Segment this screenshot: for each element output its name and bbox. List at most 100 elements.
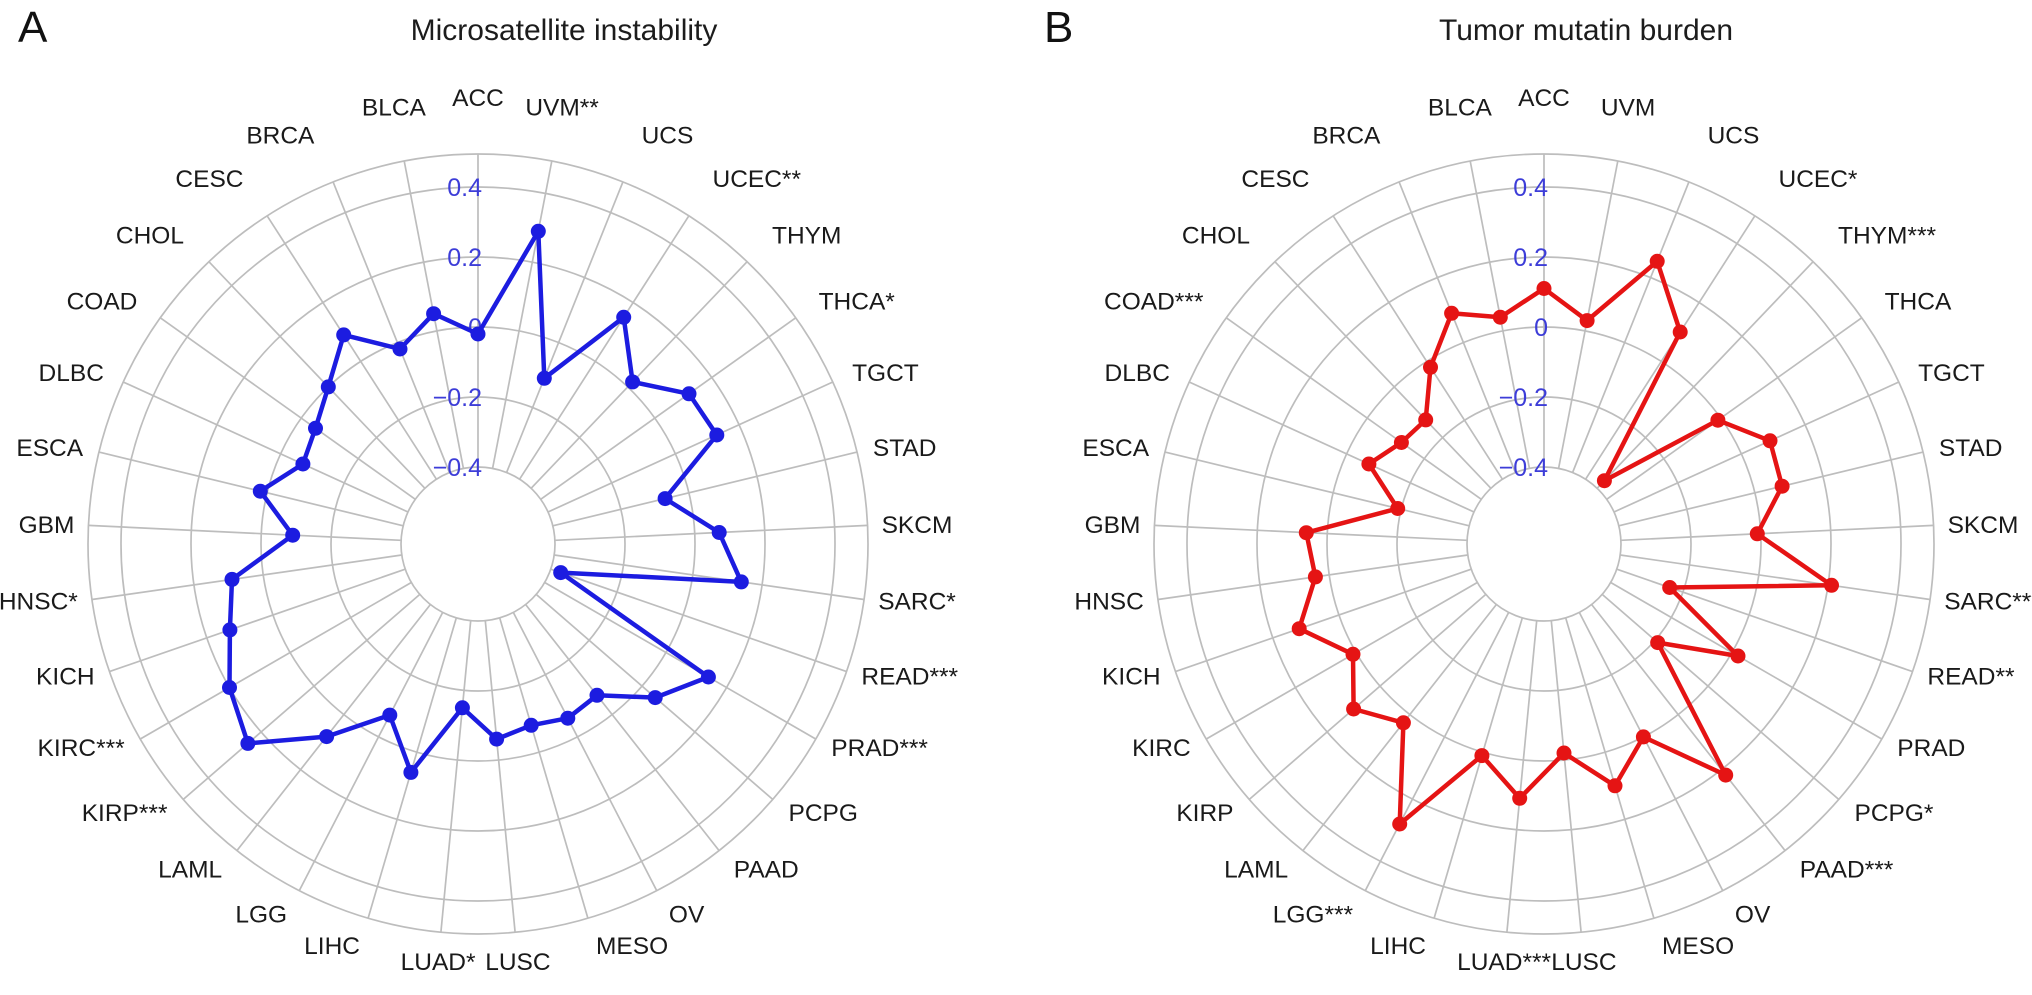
data-point [1393,435,1409,450]
spoke-line [1596,261,1814,489]
data-point [709,427,725,443]
data-point [1346,701,1362,717]
category-label: LUSC [485,949,550,976]
radial-grid-ring [1466,466,1622,622]
spoke-line [1398,181,1517,473]
spoke-line [1564,617,1655,919]
spoke-line [236,603,432,852]
data-point [224,571,240,587]
data-point [489,731,505,747]
data-point [1390,501,1406,516]
spoke-line [524,603,720,852]
category-label: ACC [452,85,504,112]
category-label: SARC* [878,589,956,616]
data-point [222,622,238,638]
spoke-line [208,261,426,489]
category-label: KIRP*** [82,800,168,827]
category-label: LAML [158,856,222,883]
spoke-line [91,554,402,601]
data-point [1474,748,1490,764]
spoke-line [1433,617,1524,919]
spoke-line [1248,593,1487,801]
category-label: GBM [19,512,75,539]
category-label: THYM [772,223,841,250]
spoke-line [1225,317,1482,500]
data-point [222,680,237,695]
spoke-line [1601,593,1840,801]
data-point [1392,816,1408,832]
category-label: LAML [1224,856,1288,883]
spoke-line [332,181,451,473]
spoke-line [98,451,404,527]
radial-tick-label: 0.4 [447,174,482,202]
spoke-line [484,620,516,933]
data-point [308,420,323,436]
category-label: GBM [1085,512,1141,539]
radial-tick-label: −0.4 [1499,454,1548,482]
spoke-line [547,381,834,513]
category-label: OV [1735,901,1771,928]
category-label: MESO [596,933,668,960]
spoke-line [544,581,817,740]
spoke-line [1620,554,1931,601]
data-point [392,341,408,357]
category-label: READ** [1927,664,2015,691]
spoke-line [1620,524,1934,542]
data-point [1718,767,1734,783]
data-point [240,735,256,751]
category-label: CHOL [1182,223,1250,250]
panel-letter-a: A [18,3,48,52]
data-point [252,483,268,499]
category-label: PAAD [734,856,799,883]
category-label: TGCT [852,360,919,387]
category-label: LUAD*** [1457,949,1551,976]
data-point [1607,778,1623,794]
category-label: LUAD* [401,949,476,976]
panel-title-a: Microsatellite instability [410,14,718,47]
spoke-line [1205,581,1478,740]
category-label: SARC*** [1944,589,2032,616]
category-label: KICH [36,664,95,691]
radial-tick-label: −0.4 [433,454,482,482]
spoke-line [1606,317,1863,500]
data-point [1650,635,1666,651]
data-point [560,710,576,726]
category-label: PCPG* [1855,800,1934,827]
spoke-line [139,581,412,740]
category-label: TGCT [1918,360,1985,387]
data-point [403,764,419,780]
spoke-line [552,451,858,527]
category-label: ESCA [1082,435,1149,462]
spoke-line [554,524,868,542]
spoke-line [1164,451,1470,527]
category-label: CESC [1241,166,1309,193]
spoke-line [1188,381,1475,513]
data-point [681,386,697,402]
category-label: STAD [1939,435,2003,462]
spoke-line [266,215,438,480]
data-point [454,700,470,716]
category-label: KIRC*** [38,735,126,762]
spoke-line [505,181,624,473]
spoke-line [182,593,421,801]
category-label: BLCA [362,95,427,122]
data-point [657,491,673,507]
spoke-line [1332,215,1504,480]
data-point [1444,305,1460,321]
spoke-line [88,524,402,542]
data-point [1512,790,1528,806]
radial-tick-label: 0 [1534,314,1548,342]
spoke-line [554,554,865,601]
spoke-line [1613,381,1900,513]
data-point [1345,646,1361,662]
data-point [616,309,632,325]
data-point [1492,309,1508,325]
category-label: KIRC [1132,735,1191,762]
data-point [295,456,311,472]
spoke-line [1590,603,1786,852]
category-label: UCEC** [713,166,802,193]
data-point [1749,526,1765,542]
data-point [733,574,749,590]
spoke-line [498,617,589,919]
